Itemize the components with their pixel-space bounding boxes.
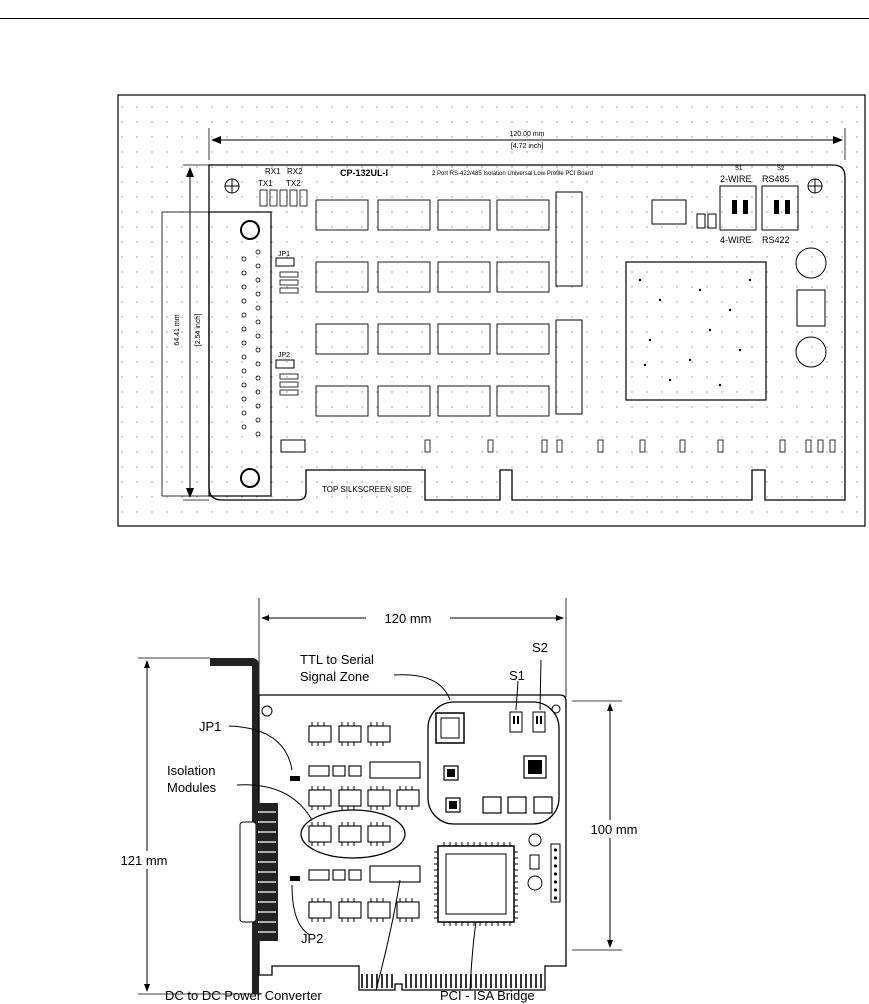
gold-fingers	[361, 974, 542, 988]
pci-isa-bridge-chip	[437, 845, 515, 923]
dcdc-label: DC to DC Power Converter	[165, 988, 322, 1003]
s2-switch	[532, 711, 546, 733]
ic-u18	[555, 319, 583, 415]
connector-screw-bottom	[240, 468, 260, 488]
jp1-jumper	[290, 776, 300, 781]
model-label: CP-132UL-I	[340, 168, 388, 178]
rx2-label: RX2	[287, 167, 303, 176]
jp2-silk-label: JP2	[278, 352, 290, 359]
electrolytic-cap	[527, 875, 543, 891]
s1-label: S1	[509, 668, 525, 683]
tx2-label: TX2	[286, 179, 301, 188]
rx1-label: RX1	[265, 167, 281, 176]
bridge-label: PCI - ISA Bridge	[440, 988, 535, 1003]
height-dim-inch-label: [2.54 inch]	[195, 314, 202, 346]
cap-top	[795, 247, 827, 279]
s1-switch	[509, 711, 523, 733]
rs485-label: RS485	[762, 174, 790, 184]
height-100-label: 100 mm	[591, 822, 638, 837]
switch-s1	[719, 185, 757, 231]
db-shell	[239, 821, 257, 923]
tx1-label: TX1	[258, 179, 273, 188]
four-wire-label: 4-WIRE	[720, 235, 752, 245]
small-cap	[528, 833, 542, 847]
jp2-label: JP2	[301, 931, 323, 946]
connector-pins	[241, 249, 261, 437]
fuse	[280, 439, 306, 453]
chip-pins	[311, 722, 413, 922]
main-chip	[625, 261, 767, 401]
ttl-zone-label-1: TTL to Serial	[300, 652, 374, 667]
board-title: 2 Port RS-422/485 Isolation Universal Lo…	[432, 171, 593, 177]
two-wire-label: 2-WIRE	[720, 174, 752, 184]
dot-grid	[119, 96, 864, 525]
mount-hole	[261, 705, 273, 717]
ttl-zone-label-2: Signal Zone	[300, 669, 369, 684]
s2-label: S2	[532, 640, 548, 655]
header-rule	[0, 18, 869, 19]
led-array	[259, 189, 308, 207]
s1-silk-label: S1	[735, 166, 743, 172]
pci-bracket	[210, 658, 259, 994]
isolation-label-1: Isolation	[167, 763, 215, 778]
db-connector	[208, 211, 272, 497]
rs422-label: RS422	[762, 235, 790, 245]
silkscreen-side-label: TOP SILKSCREEN SIDE	[322, 485, 412, 494]
jp1-header	[275, 257, 295, 267]
dc-dc-converter	[369, 865, 421, 883]
height-dim-label: 64.41 mm	[174, 314, 181, 345]
callout-lines	[228, 659, 542, 991]
crystal	[651, 199, 687, 225]
ttl-zone-outline	[427, 701, 560, 825]
switch-s2	[761, 185, 799, 231]
jp2-jumper	[290, 876, 300, 881]
isolation-ellipse	[300, 809, 406, 859]
silkscreen-figure: 120.00 mm [4.72 inch] 64.41 mm [2.54 inc…	[117, 94, 866, 527]
isolation-label-2: Modules	[167, 780, 217, 795]
bottom-caps	[424, 439, 836, 453]
jp1-label: JP1	[199, 719, 221, 734]
dc-dc-converter-top	[369, 761, 421, 779]
regulator	[796, 289, 826, 327]
cap-bottom	[795, 336, 827, 368]
isolation-chip-grid	[315, 199, 550, 417]
layout-figure: 120 mm 121 mm 100 mm	[106, 598, 658, 1003]
board-outline	[208, 164, 846, 501]
jp2-header	[275, 359, 295, 369]
isolation-modules	[308, 725, 420, 919]
s2-silk-label: S2	[777, 166, 785, 172]
width-dim-label: 120.00 mm	[509, 131, 544, 138]
jp1-silk-label: JP1	[278, 251, 290, 258]
width-dim-inch-label: [4.72 inch]	[511, 143, 543, 150]
connector-screw-top	[240, 220, 260, 240]
ic-u16	[555, 191, 583, 287]
height-121-label: 121 mm	[121, 853, 168, 868]
width-120-label: 120 mm	[385, 611, 432, 626]
